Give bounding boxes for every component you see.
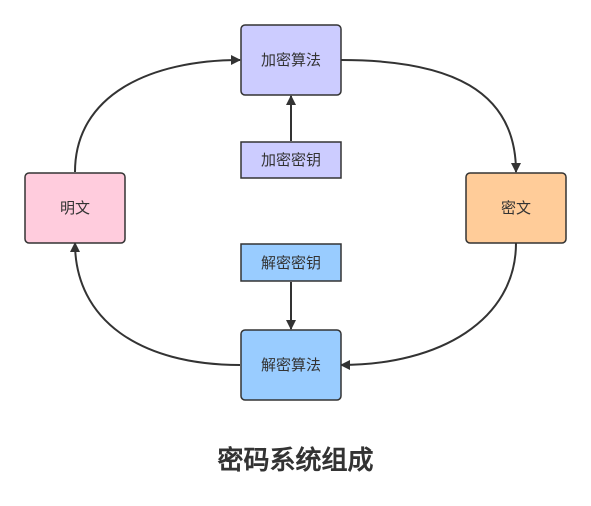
node-plaintext-box (24, 172, 126, 244)
node-encrypt-key-box (240, 141, 342, 179)
node-ciphertext-box (465, 172, 567, 244)
node-decrypt-alg: 解密算法 (240, 329, 342, 401)
edge-ciphertext-to-decrypt-alg (340, 242, 517, 370)
node-decrypt-alg-label: 解密算法 (261, 356, 321, 374)
node-plaintext-label: 明文 (60, 199, 90, 217)
diagram-caption: 密码系统组成 (217, 446, 374, 476)
node-plaintext: 明文 (24, 172, 126, 244)
node-decrypt-key: 解密密钥 (240, 243, 342, 282)
edge-plaintext-to-encrypt-alg (74, 55, 241, 173)
edge-encrypt-alg-to-ciphertext (340, 59, 521, 173)
node-decrypt-key-box (240, 243, 342, 282)
node-encrypt-alg-label: 加密算法 (261, 51, 321, 69)
node-encrypt-alg: 加密算法 (240, 24, 342, 96)
node-decrypt-key-label: 解密密钥 (261, 254, 321, 272)
node-encrypt-alg-box (240, 24, 342, 96)
node-ciphertext-label: 密文 (501, 199, 531, 217)
node-decrypt-alg-box (240, 329, 342, 401)
node-ciphertext: 密文 (465, 172, 567, 244)
node-encrypt-key: 加密密钥 (240, 141, 342, 179)
edge-decrypt-alg-to-plaintext (70, 242, 241, 366)
node-encrypt-key-label: 加密密钥 (261, 151, 321, 169)
